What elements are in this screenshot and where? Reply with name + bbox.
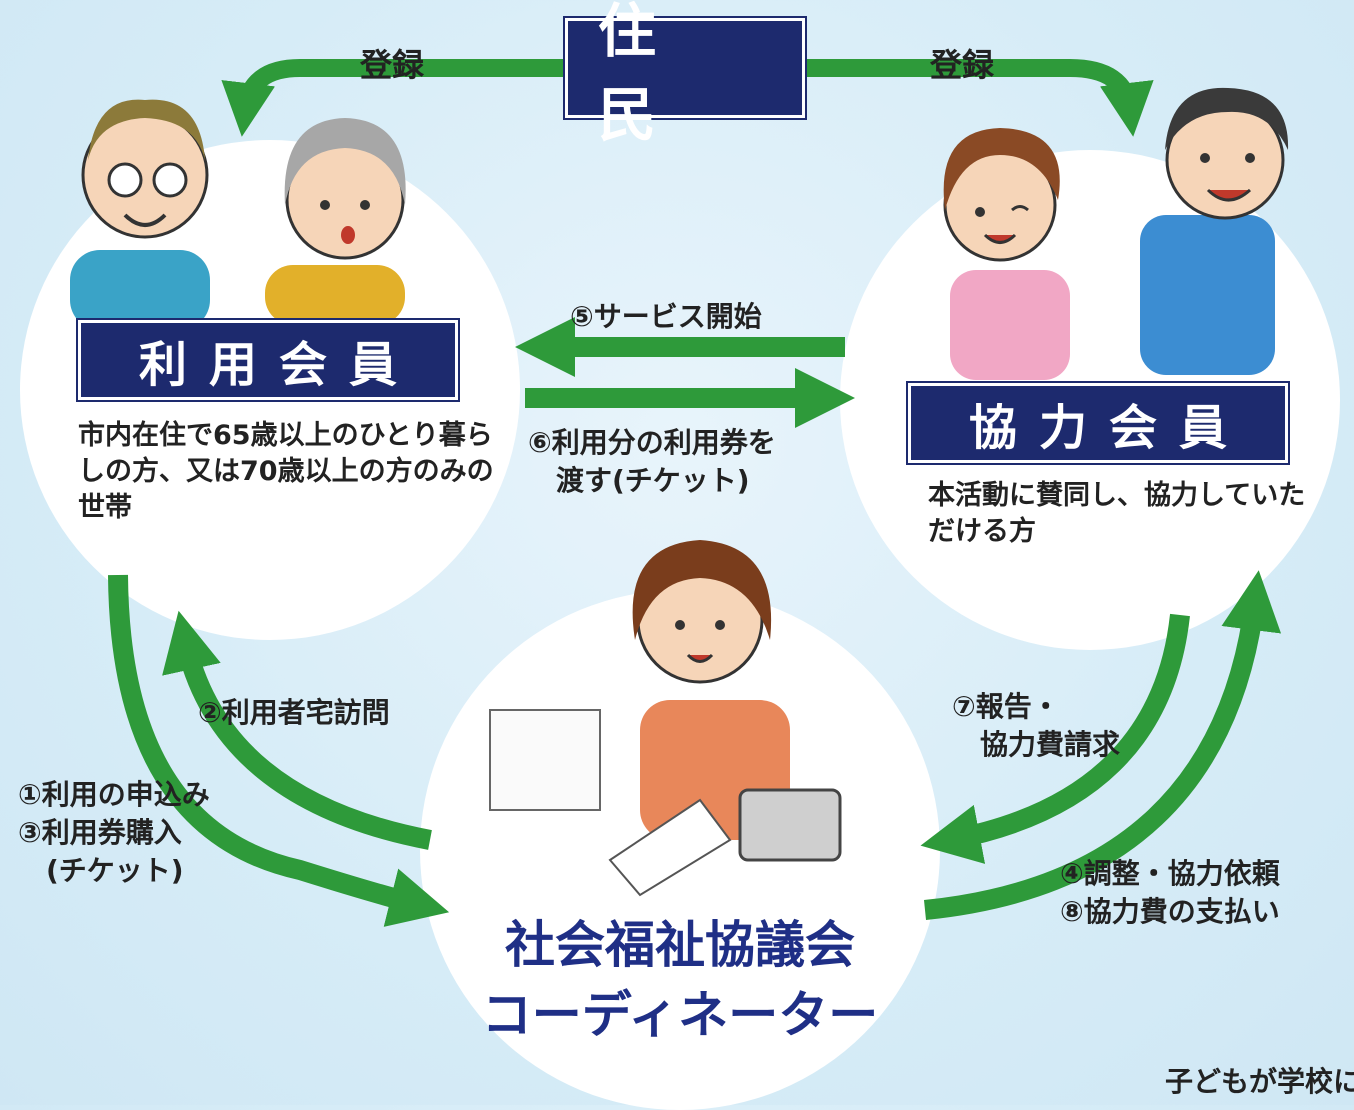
step-report: ⑦報告・ 協力費請求: [952, 690, 1121, 761]
step-ticket-handover: ⑥利用分の利用券を 渡す(チケット): [528, 426, 776, 497]
elderly-man-illustration: [70, 99, 210, 330]
coordinator-role: コーディネーター: [481, 986, 879, 1044]
user-member-description: 市内在住で65歳以上のひとり暮らしの方、又は70歳以上の方のみの世帯: [78, 420, 494, 523]
elderly-woman-illustration: [265, 118, 406, 325]
coop-member-description: 本活動に賛同し、協力していただける方: [928, 480, 1306, 547]
register-right-arrow: [805, 59, 1154, 137]
step-service-start: ⑤サービス開始: [570, 300, 762, 333]
home-visit-arrow: [162, 610, 432, 850]
coordinator-org: 社会福祉協議会: [505, 916, 855, 974]
coop-member-title: 協力会員: [908, 383, 1288, 463]
step-coordination: ④調整・協力依頼 ⑧協力費の支払い: [1060, 857, 1280, 928]
register-left-label: 登録: [360, 46, 425, 84]
step-application: ①利用の申込み ③利用券購入 (チケット): [18, 778, 210, 887]
resident-title: 住 民: [565, 0, 805, 149]
report-arrow: [920, 613, 1190, 864]
register-left-arrow: [221, 59, 565, 137]
register-right-label: 登録: [930, 46, 995, 84]
coop-man-illustration: [1140, 87, 1289, 375]
request-arrow: [923, 570, 1282, 920]
coordinator-illustration: [489, 540, 842, 897]
user-member-title: 利用会員: [78, 320, 458, 400]
application-arrow: [108, 574, 450, 927]
corner-text: 子どもが学校に: [1165, 1065, 1354, 1098]
step-home-visit: ②利用者宅訪問: [198, 696, 390, 729]
coop-woman-illustration: [943, 128, 1070, 380]
